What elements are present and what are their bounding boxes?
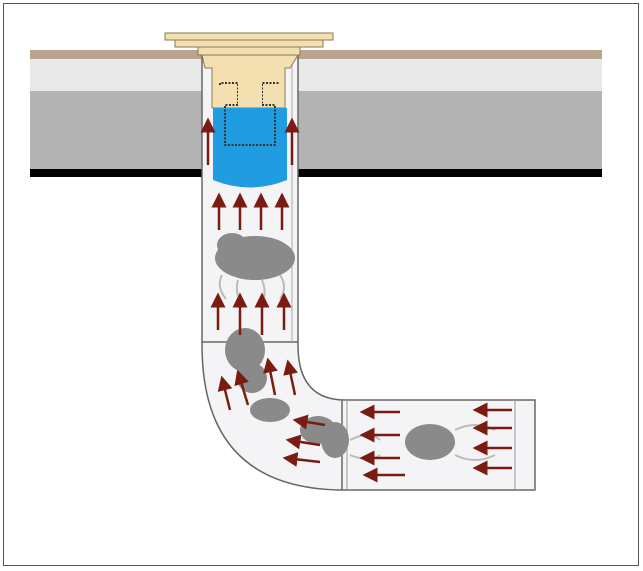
smoke-clouds <box>215 233 455 460</box>
water-seal <box>213 108 287 188</box>
trap-core <box>238 62 262 105</box>
floor-slab <box>30 50 602 177</box>
trap-insert <box>219 82 280 146</box>
airflow-arrows <box>200 117 512 483</box>
